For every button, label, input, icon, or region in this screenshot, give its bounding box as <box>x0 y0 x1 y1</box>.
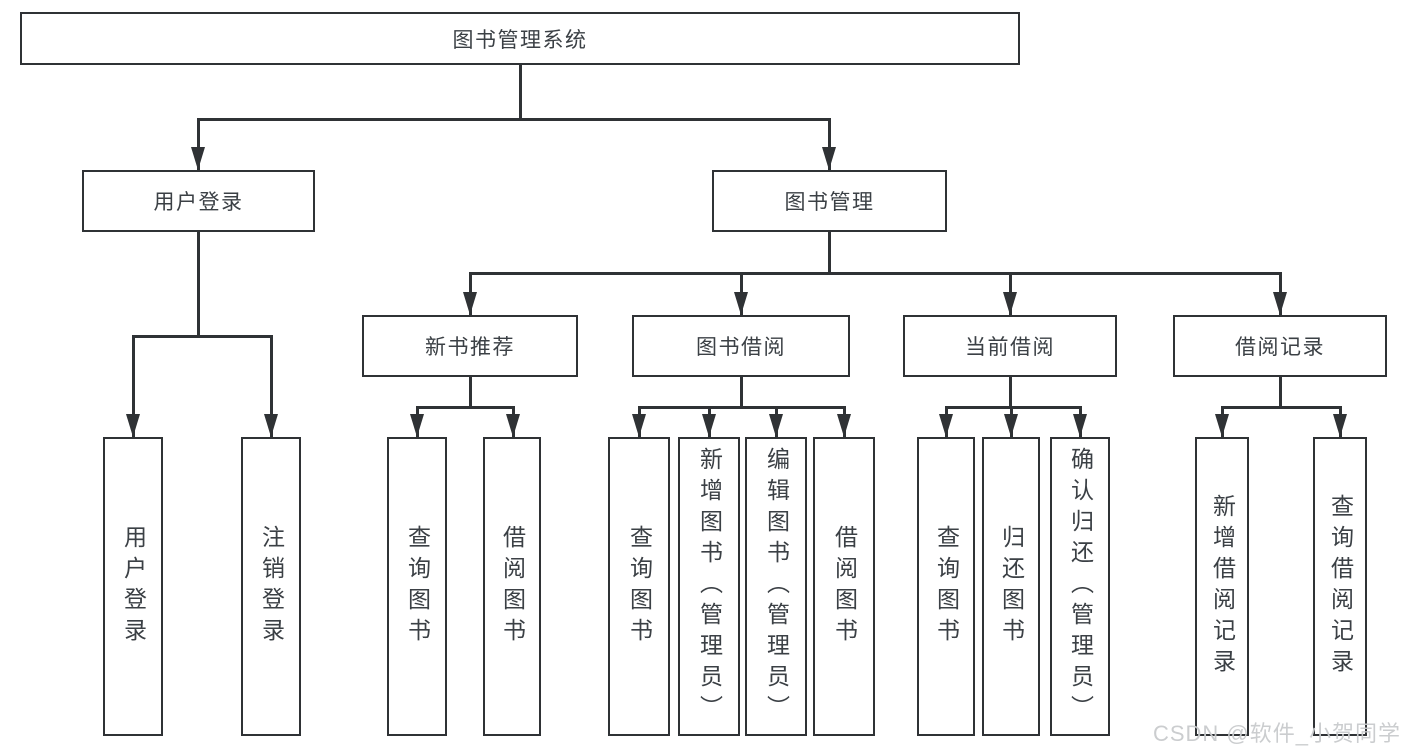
leaf-confirm-return-admin: 确认归还（管理员） <box>1050 437 1110 736</box>
node-borrowing-records: 借阅记录 <box>1173 315 1387 377</box>
leaf-user-login: 用户登录 <box>103 437 163 736</box>
leaf-logout: 注销登录 <box>241 437 301 736</box>
connector-bookmgmt-rail <box>469 272 1280 275</box>
node-label: 用户登录 <box>153 191 244 214</box>
csdn-watermark: CSDN @软件_小贺同学 <box>1152 721 1401 746</box>
leaf-label: 确认归还（管理员） <box>1067 447 1094 726</box>
arrow-c3 <box>769 414 783 437</box>
arrow-e2 <box>1333 414 1347 437</box>
leaf-label: 借阅图书 <box>831 524 858 649</box>
leaf-query-books-borrowing: 查询图书 <box>608 437 670 736</box>
leaf-borrow-books: 借阅图书 <box>813 437 875 736</box>
leaf-label: 归还图书 <box>998 524 1025 649</box>
leaf-label: 查询借阅记录 <box>1327 493 1354 680</box>
arrow-c1 <box>632 414 646 437</box>
node-current-borrowing: 当前借阅 <box>903 315 1117 377</box>
arrow-c4 <box>837 414 851 437</box>
connector-newbook-rail <box>416 406 515 409</box>
leaf-query-books-current: 查询图书 <box>917 437 975 736</box>
leaf-borrow-books-recommend: 借阅图书 <box>483 437 541 736</box>
leaf-add-books-admin: 新增图书（管理员） <box>678 437 740 736</box>
node-label: 新书推荐 <box>425 336 515 359</box>
leaf-label: 新增图书（管理员） <box>696 447 723 726</box>
arrow-book-borrow <box>734 292 748 315</box>
node-label: 借阅记录 <box>1235 336 1325 359</box>
arrow-d3 <box>1073 414 1087 437</box>
node-book-management: 图书管理 <box>712 170 947 232</box>
connector-borrowrecords-rail <box>1221 406 1340 409</box>
node-book-borrowing: 图书借阅 <box>632 315 850 377</box>
node-label: 图书管理 <box>784 191 875 214</box>
arrow-leaf-login <box>126 414 140 437</box>
arrow-borrow-records <box>1273 292 1287 315</box>
arrow-user-login <box>191 147 205 170</box>
connector-userlogin-stub <box>197 232 200 335</box>
arrow-d2 <box>1004 414 1018 437</box>
connector-userlogin-rail <box>132 335 272 338</box>
connector-bookborrow-rail <box>638 406 845 409</box>
node-label: 图书借阅 <box>696 336 786 359</box>
leaf-label: 查询图书 <box>404 524 431 649</box>
connector-drop-leaf-login <box>132 335 135 437</box>
connector-bookborrow-stub <box>740 377 743 406</box>
node-user-login: 用户登录 <box>82 170 315 232</box>
leaf-query-borrow-record: 查询借阅记录 <box>1313 437 1367 736</box>
connector-drop-user-login <box>197 118 200 170</box>
node-label: 当前借阅 <box>965 336 1055 359</box>
arrow-new-book <box>463 292 477 315</box>
leaf-edit-books-admin: 编辑图书（管理员） <box>745 437 807 736</box>
connector-currentborrow-rail <box>945 406 1081 409</box>
node-label: 图书管理系统 <box>452 28 588 52</box>
connector-root-rail <box>197 118 830 121</box>
leaf-label: 查询图书 <box>626 524 653 649</box>
arrow-current-borrow <box>1003 292 1017 315</box>
arrow-d1 <box>939 414 953 437</box>
arrow-leaf-logout <box>264 414 278 437</box>
leaf-label: 查询图书 <box>933 524 960 649</box>
leaf-return-books: 归还图书 <box>982 437 1040 736</box>
leaf-label: 用户登录 <box>120 524 147 649</box>
connector-borrowrecords-stub <box>1279 377 1282 406</box>
connector-root-stub <box>519 65 522 119</box>
leaf-label: 借阅图书 <box>499 524 526 649</box>
connector-bookmgmt-stub <box>828 232 831 272</box>
leaf-query-books-recommend: 查询图书 <box>387 437 447 736</box>
leaf-label: 新增借阅记录 <box>1209 493 1236 680</box>
arrow-c2 <box>702 414 716 437</box>
arrow-book-mgmt <box>822 147 836 170</box>
leaf-label: 编辑图书（管理员） <box>763 447 790 726</box>
connector-newbook-stub <box>469 377 472 406</box>
arrow-b2 <box>506 414 520 437</box>
connector-drop-book-mgmt <box>828 118 831 170</box>
connector-drop-leaf-logout <box>270 335 273 437</box>
arrow-e1 <box>1215 414 1229 437</box>
arrow-b1 <box>410 414 424 437</box>
leaf-add-borrow-record: 新增借阅记录 <box>1195 437 1249 736</box>
node-new-book-recommendation: 新书推荐 <box>362 315 578 377</box>
leaf-label: 注销登录 <box>258 524 285 649</box>
node-library-management-system: 图书管理系统 <box>20 12 1020 65</box>
connector-currentborrow-stub <box>1009 377 1012 406</box>
